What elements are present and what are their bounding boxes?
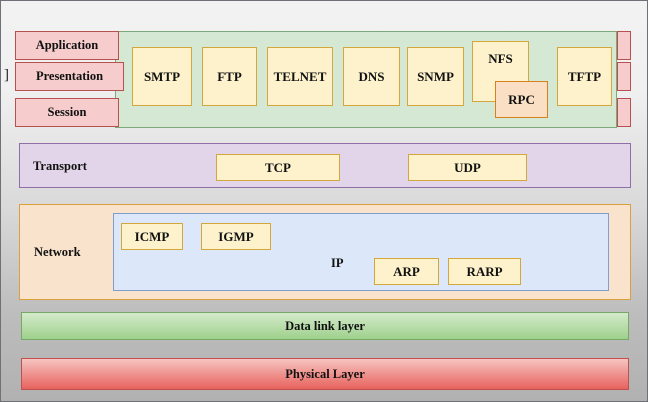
- ip-box: [113, 213, 609, 291]
- osi-label-application: Application: [15, 31, 119, 60]
- protocol-label-snmp: SNMP: [417, 68, 454, 84]
- protocol-box-telnet: TELNET: [267, 47, 333, 106]
- protocol-box-rpc: RPC: [495, 81, 548, 118]
- protocol-label-tftp: TFTP: [567, 68, 602, 84]
- physical-layer-label: Physical Layer: [285, 366, 365, 381]
- protocol-box-tcp: TCP: [216, 154, 340, 181]
- protocol-box-arp: ARP: [374, 258, 439, 285]
- protocol-label-nfs: NFS: [488, 51, 513, 66]
- osi-label-presentation: Presentation: [15, 62, 124, 91]
- protocol-label-ftp: FTP: [217, 68, 242, 84]
- physical-layer-bar: Physical Layer: [21, 358, 629, 390]
- protocol-label-rarp: RARP: [466, 263, 503, 279]
- ip-label: IP: [331, 256, 344, 270]
- protocol-box-tftp: TFTP: [557, 47, 612, 106]
- datalink-layer-bar: Data link layer: [21, 312, 629, 340]
- osi-label-application-text: Application: [35, 38, 99, 52]
- protocol-box-smtp: SMTP: [132, 47, 192, 106]
- osi-stub-application: [617, 31, 631, 60]
- protocol-label-tcp: TCP: [265, 159, 291, 175]
- datalink-layer-label: Data link layer: [285, 318, 365, 333]
- osi-stub-presentation: [617, 62, 631, 91]
- network-layer-label: Network: [34, 245, 81, 259]
- protocol-label-smtp: SMTP: [143, 68, 181, 84]
- protocol-label-udp: UDP: [454, 159, 481, 175]
- protocol-box-icmp: ICMP: [121, 223, 183, 250]
- protocol-box-rarp: RARP: [448, 258, 521, 285]
- osi-label-session: Session: [15, 98, 119, 127]
- protocol-label-dns: DNS: [358, 68, 385, 84]
- protocol-label-telnet: TELNET: [273, 68, 327, 84]
- protocol-box-udp: UDP: [408, 154, 527, 181]
- bracket-glyph: ]: [4, 67, 9, 83]
- osi-stub-session: [617, 98, 631, 127]
- protocol-label-arp: ARP: [393, 263, 420, 279]
- protocol-box-snmp: SNMP: [407, 47, 464, 106]
- osi-label-presentation-text: Presentation: [35, 69, 104, 83]
- protocol-label-rpc: RPC: [508, 91, 535, 107]
- protocol-box-ftp: FTP: [202, 47, 257, 106]
- protocol-box-igmp: IGMP: [201, 223, 271, 250]
- osi-label-session-text: Session: [47, 105, 87, 119]
- protocol-box-dns: DNS: [343, 47, 400, 106]
- protocol-label-igmp: IGMP: [218, 228, 254, 244]
- protocol-label-icmp: ICMP: [134, 228, 170, 244]
- transport-layer-label: Transport: [33, 159, 87, 173]
